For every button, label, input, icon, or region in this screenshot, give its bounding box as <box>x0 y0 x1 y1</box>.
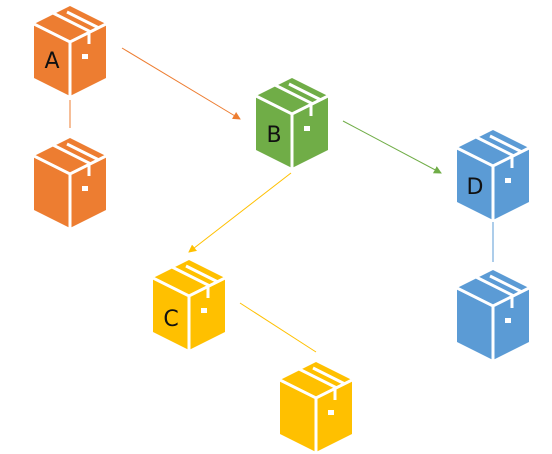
box-a2 <box>33 138 107 228</box>
box-label: B <box>266 123 281 148</box>
box-b: B <box>255 78 329 168</box>
edge-a-b <box>121 47 241 120</box>
box-label: A <box>44 49 59 74</box>
box-c2 <box>279 362 353 452</box>
edge-b-c <box>188 172 292 253</box>
box-label: D <box>467 175 484 200</box>
box-c: C <box>152 260 226 350</box>
box-d: D <box>456 130 530 220</box>
box-a: A <box>33 6 107 96</box>
box-label: C <box>163 307 178 332</box>
edge-b-d <box>342 120 442 174</box>
edge-c-c2 <box>239 302 317 353</box>
box-d2 <box>456 270 530 360</box>
